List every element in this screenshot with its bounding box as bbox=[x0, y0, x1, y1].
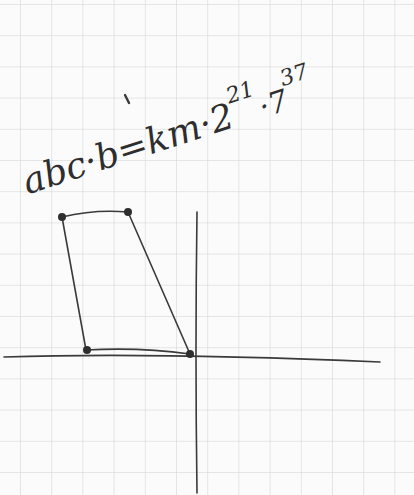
point bbox=[58, 213, 66, 221]
points bbox=[58, 208, 194, 358]
point bbox=[83, 346, 91, 354]
point bbox=[186, 350, 194, 358]
sketch-lines bbox=[4, 95, 380, 493]
pen-mark bbox=[125, 95, 129, 103]
point bbox=[124, 208, 132, 216]
left-side bbox=[62, 217, 86, 350]
right-side bbox=[128, 212, 190, 354]
top-side bbox=[62, 211, 128, 217]
y-axis bbox=[196, 212, 197, 493]
bottom-side bbox=[86, 349, 190, 354]
